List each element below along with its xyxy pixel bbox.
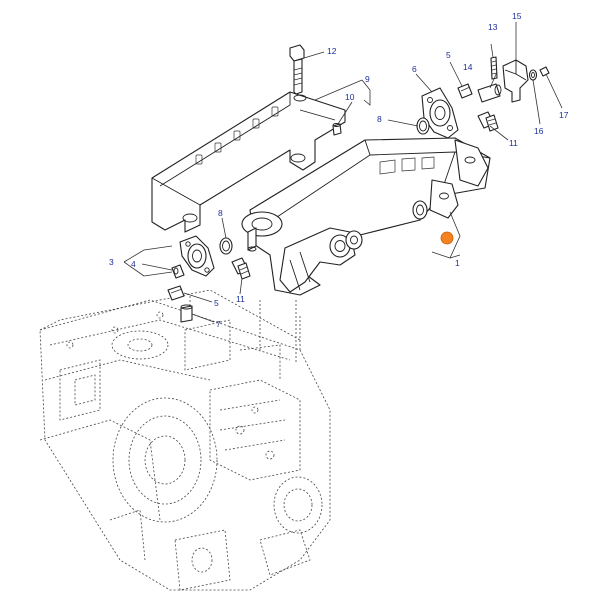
highlighted-part-marker[interactable] — [440, 231, 454, 245]
callout-16[interactable]: 16 — [534, 126, 544, 136]
callout-10[interactable]: 10 — [345, 92, 355, 102]
screw-part-17 — [539, 66, 550, 77]
bushing-part-7 — [180, 304, 193, 323]
callout-6[interactable]: 6 — [412, 64, 417, 74]
callout-5-lower[interactable]: 5 — [214, 298, 219, 308]
fitting-part-14 — [477, 83, 502, 103]
callout-8-upper[interactable]: 8 — [377, 114, 382, 124]
plug-part-5-lower — [167, 285, 185, 301]
callout-5-upper[interactable]: 5 — [446, 50, 451, 60]
transmission-housing — [39, 289, 331, 591]
callout-12[interactable]: 12 — [327, 46, 337, 56]
callout-17[interactable]: 17 — [559, 110, 569, 120]
callout-1[interactable]: 1 — [455, 258, 460, 268]
callout-8-lower[interactable]: 8 — [218, 208, 223, 218]
oring-part-8-upper — [416, 117, 430, 135]
rail-bracket-part-9 — [151, 91, 346, 233]
bearing-housing-part-3 — [179, 235, 215, 277]
callout-9[interactable]: 9 — [365, 74, 370, 84]
washer-part-16 — [528, 69, 538, 81]
bolt-part-11-upper — [477, 111, 499, 132]
plug-part-4 — [171, 264, 185, 279]
bushing-part-near-1 — [412, 200, 428, 220]
callout-15[interactable]: 15 — [512, 11, 522, 21]
sensor-part-15 — [502, 59, 529, 103]
callout-11-lower[interactable]: 11 — [236, 294, 245, 304]
callout-13[interactable]: 13 — [488, 22, 498, 32]
callout-3[interactable]: 3 — [109, 257, 114, 267]
leader-lines — [123, 22, 563, 323]
callout-14[interactable]: 14 — [463, 62, 473, 72]
bolt-part-11-lower — [231, 257, 251, 280]
bearing-housing-part-6 — [421, 87, 459, 139]
oring-part-8-lower — [219, 237, 233, 255]
callout-7[interactable]: 7 — [216, 319, 221, 329]
bolt-part-12 — [289, 44, 305, 95]
plug-part-5-upper — [457, 83, 473, 99]
pin-part-13 — [490, 56, 498, 80]
callout-4[interactable]: 4 — [131, 259, 136, 269]
callout-labels: 12 9 10 6 5 14 13 15 8 11 16 17 8 3 4 5 … — [109, 11, 569, 329]
lift-arm-part-1 — [241, 137, 491, 296]
pin-part-10 — [332, 123, 342, 136]
callout-11-upper[interactable]: 11 — [509, 138, 518, 148]
